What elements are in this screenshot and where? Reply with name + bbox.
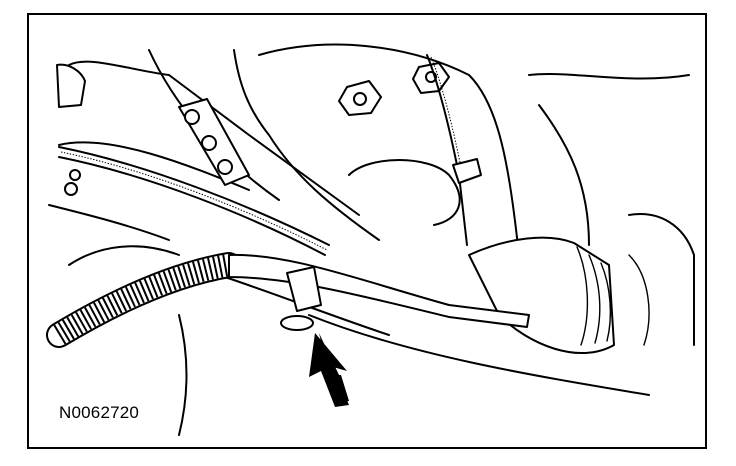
vehicle-body-panel (48, 43, 695, 436)
illustration-frame: N0062720 (27, 13, 707, 449)
callout-arrow (309, 333, 349, 407)
figure-id-label: N0062720 (59, 403, 140, 422)
sensor-wire (426, 54, 482, 246)
brake-cable (58, 146, 330, 256)
left-housing (56, 63, 86, 196)
axle-boot (468, 236, 615, 354)
mounting-bracket (178, 98, 250, 186)
illustration (46, 43, 695, 436)
harness-retainer-clip (280, 266, 322, 331)
